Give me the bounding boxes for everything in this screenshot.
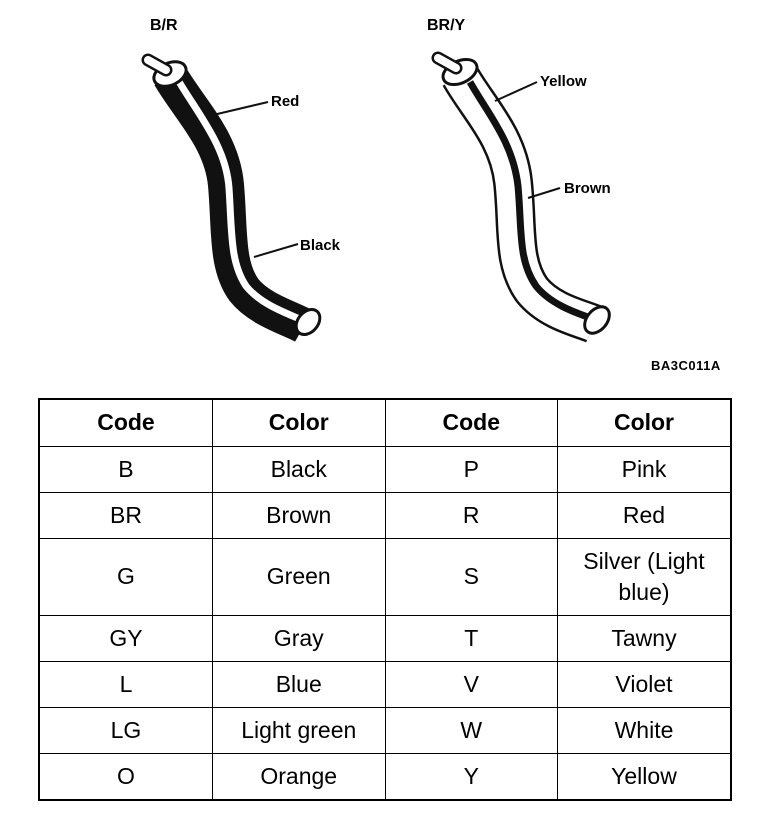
figure-code: BA3C011A — [651, 358, 721, 373]
cell-color: Brown — [211, 492, 386, 539]
table-row: L Blue V Violet — [38, 661, 732, 708]
left-base-label: Black — [300, 237, 341, 254]
cell-color: Blue — [211, 661, 386, 708]
header-color-1: Color — [211, 398, 386, 447]
table-row: GY Gray T Tawny — [38, 615, 732, 662]
cell-code: L — [38, 661, 213, 708]
left-wire-code: B/R — [150, 17, 178, 34]
header-code-1: Code — [38, 398, 213, 447]
cell-color: Pink — [556, 446, 732, 493]
left-stripe-label: Red — [271, 93, 300, 110]
cell-code: V — [384, 661, 558, 708]
cell-code: S — [384, 538, 558, 616]
cell-color: Gray — [211, 615, 386, 662]
header-code-2: Code — [384, 398, 558, 447]
cell-color: Tawny — [556, 615, 732, 662]
table-row: O Orange Y Yellow — [38, 753, 732, 801]
right-wire-end — [583, 305, 611, 335]
table-row: LG Light green W White — [38, 707, 732, 754]
table-row: BR Brown R Red — [38, 492, 732, 539]
left-wire — [141, 53, 322, 342]
wire-color-illustration — [141, 51, 611, 343]
cell-color: Orange — [211, 753, 386, 801]
cell-color: White — [556, 707, 732, 754]
cell-code: Y — [384, 753, 558, 801]
header-color-2: Color — [556, 398, 732, 447]
left-callout-black-line — [253, 243, 299, 258]
cell-color: Light green — [211, 707, 386, 754]
right-stripe-label: Yellow — [540, 73, 587, 90]
table-row: G Green S Silver (Light blue) — [38, 538, 732, 616]
left-wire-end — [294, 307, 322, 337]
cell-color: Red — [556, 492, 732, 539]
cell-code: B — [38, 446, 213, 493]
table-row: B Black P Pink — [38, 446, 732, 493]
cell-code: GY — [38, 615, 213, 662]
wire-color-code-table: Code Color Code Color B Black P Pink BR … — [38, 398, 732, 801]
cell-color: Black — [211, 446, 386, 493]
right-callout-brown-line — [527, 187, 561, 199]
cell-code: W — [384, 707, 558, 754]
right-base-label: Brown — [564, 180, 611, 197]
cell-code: LG — [38, 707, 213, 754]
cell-code: R — [384, 492, 558, 539]
cell-color: Violet — [556, 661, 732, 708]
left-callout-red-line — [212, 101, 269, 116]
cell-color: Yellow — [556, 753, 732, 801]
cell-code: G — [38, 538, 213, 616]
cell-code: T — [384, 615, 558, 662]
cell-color: Green — [211, 538, 386, 616]
cell-code: BR — [38, 492, 213, 539]
right-wire — [431, 51, 611, 343]
cell-code: P — [384, 446, 558, 493]
table-header-row: Code Color Code Color — [38, 398, 732, 447]
cell-color: Silver (Light blue) — [556, 538, 732, 616]
right-wire-code: BR/Y — [427, 17, 466, 34]
cell-code: O — [38, 753, 213, 801]
right-callout-yellow-line — [494, 81, 538, 102]
